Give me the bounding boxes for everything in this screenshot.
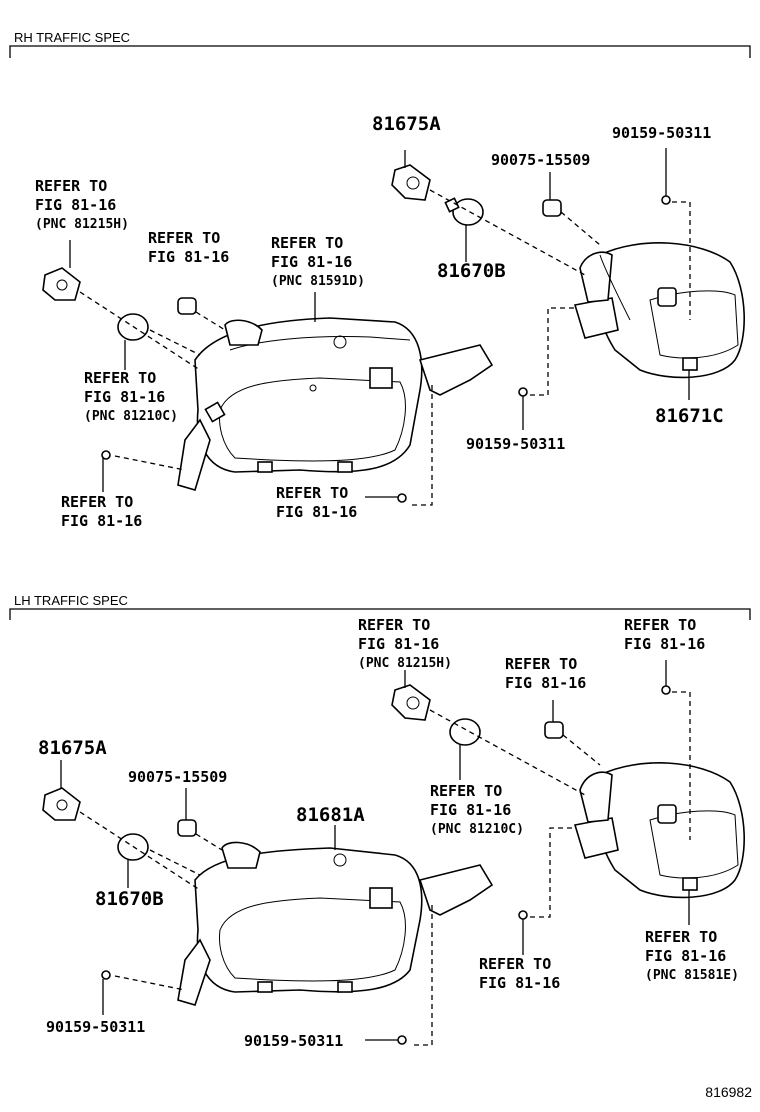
ref-line-2: FIG 81-16	[505, 674, 587, 692]
ref-line-2: FIG 81-16	[358, 635, 440, 653]
rh-ref-screw-bottom-label: REFER TO FIG 81-16	[276, 484, 357, 522]
rh-ref-socket-label: REFER TO FIG 81-16 (PNC 81215H)	[35, 177, 129, 234]
ref-line-2: FIG 81-16	[61, 512, 143, 530]
rh-left-grommet	[177, 297, 197, 315]
rh-ref-grommet-label: REFER TO FIG 81-16	[148, 229, 229, 267]
ref-line-2: FIG 81-16	[35, 196, 117, 214]
ref-line-1: REFER TO	[645, 928, 718, 946]
ref-line-2: FIG 81-16	[148, 248, 230, 266]
rh-part-90075-label: 90075-15509	[491, 151, 591, 169]
rh-fog-lamp-housing	[177, 317, 494, 491]
rh-socket-81675a	[391, 164, 431, 201]
lh-ref-lamp-label: REFER TO FIG 81-16 (PNC 81581E)	[645, 928, 739, 985]
lh-grommet-right	[544, 721, 564, 739]
ref-line-1: REFER TO	[505, 655, 578, 673]
ref-line-2: FIG 81-16	[84, 388, 166, 406]
ref-line-1: REFER TO	[430, 782, 503, 800]
lh-part-81681a-label: 81681A	[296, 804, 365, 826]
rh-ref-screw-left-label: REFER TO FIG 81-16	[61, 493, 142, 531]
ref-line-2: FIG 81-16	[276, 503, 358, 521]
lh-part-90159-bottom-label: 90159-50311	[244, 1032, 344, 1050]
rh-part-90159-top-label: 90159-50311	[612, 124, 712, 142]
ref-line-3: (PNC 81210C)	[430, 822, 524, 837]
rh-part-90159-mid-label: 90159-50311	[466, 435, 566, 453]
rh-section-title: RH TRAFFIC SPEC	[14, 30, 131, 45]
rh-section-bracket	[9, 45, 751, 58]
lh-part-90159-left-label: 90159-50311	[46, 1018, 146, 1036]
lh-part-81670b-label: 81670B	[95, 888, 164, 910]
lh-fog-lamp-assembly	[573, 762, 745, 899]
lh-ref-screw-mid-label: REFER TO FIG 81-16	[479, 955, 560, 993]
rh-ref-bulb-label: REFER TO FIG 81-16 (PNC 81210C)	[84, 369, 178, 426]
lh-part-90075-label: 90075-15509	[128, 768, 228, 786]
lh-ref-socket-label: REFER TO FIG 81-16 (PNC 81215H)	[358, 616, 452, 673]
ref-line-2: FIG 81-16	[624, 635, 706, 653]
ref-line-1: REFER TO	[84, 369, 157, 387]
rh-part-81670b-label: 81670B	[437, 260, 506, 282]
rh-grommet-90075	[542, 199, 562, 217]
ref-line-1: REFER TO	[271, 234, 344, 252]
rh-part-81671c-label: 81671C	[655, 405, 724, 427]
figure-id: 816982	[705, 1084, 752, 1100]
ref-line-2: FIG 81-16	[430, 801, 512, 819]
ref-line-1: REFER TO	[276, 484, 349, 502]
ref-line-3: (PNC 81210C)	[84, 409, 178, 424]
ref-line-2: FIG 81-16	[645, 947, 727, 965]
rh-fog-lamp-assembly	[573, 242, 745, 379]
lh-socket-right	[391, 684, 431, 721]
lh-ref-grommet-label: REFER TO FIG 81-16	[505, 655, 586, 693]
ref-line-1: REFER TO	[61, 493, 134, 511]
lh-leader-lines	[60, 660, 691, 1046]
ref-line-1: REFER TO	[479, 955, 552, 973]
lh-ref-bulb-label: REFER TO FIG 81-16 (PNC 81210C)	[430, 782, 524, 839]
rh-leader-lines	[69, 148, 691, 506]
ref-line-1: REFER TO	[358, 616, 431, 634]
lh-part-81675a-label: 81675A	[38, 737, 107, 759]
rh-left-socket	[42, 267, 81, 301]
ref-line-1: REFER TO	[148, 229, 221, 247]
ref-line-3: (PNC 81215H)	[35, 217, 129, 232]
lh-ref-screw-top-label: REFER TO FIG 81-16	[624, 616, 705, 654]
ref-line-3: (PNC 81591D)	[271, 274, 365, 289]
lh-section-bracket	[9, 608, 751, 620]
ref-line-1: REFER TO	[35, 177, 108, 195]
rh-screws	[101, 195, 671, 503]
ref-line-1: REFER TO	[624, 616, 697, 634]
rh-part-81675a-label: 81675A	[372, 113, 441, 135]
lh-fog-lamp-housing	[177, 841, 494, 1006]
lh-grommet-90075	[177, 819, 197, 837]
lh-screws	[101, 685, 671, 1045]
rh-ref-housing-label: REFER TO FIG 81-16 (PNC 81591D)	[271, 234, 365, 291]
lh-section-title: LH TRAFFIC SPEC	[14, 593, 128, 608]
ref-line-2: FIG 81-16	[479, 974, 561, 992]
ref-line-3: (PNC 81215H)	[358, 656, 452, 671]
rh-bulb-81670b	[444, 197, 484, 226]
lh-socket-81675a	[42, 787, 81, 821]
ref-line-2: FIG 81-16	[271, 253, 353, 271]
ref-line-3: (PNC 81581E)	[645, 968, 739, 983]
